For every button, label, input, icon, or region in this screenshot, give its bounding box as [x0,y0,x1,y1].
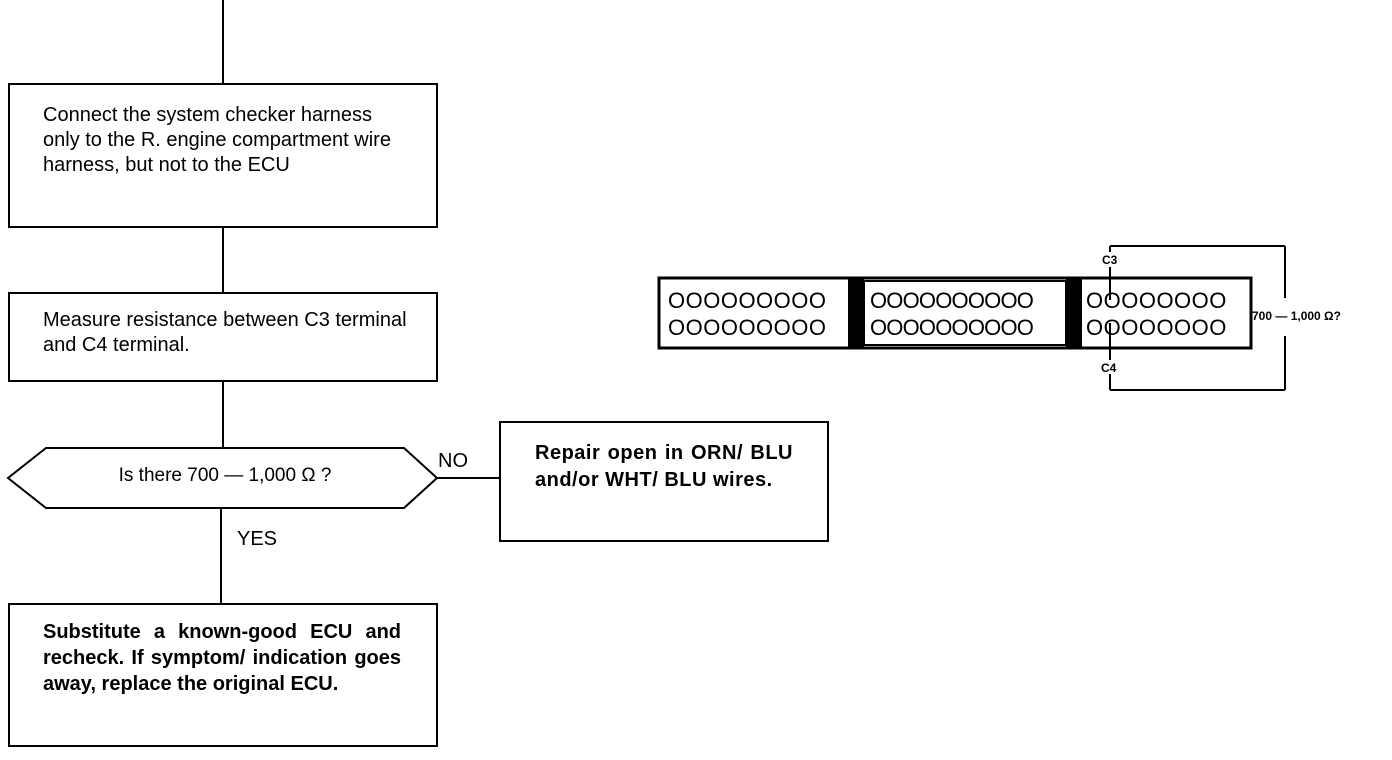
connector-middle-row-top: OOOOOOOOOO [870,288,1034,313]
resistance-spec-label: 700 — 1,000 Ω? [1252,309,1342,323]
connector-left-row-bottom: OOOOOOOOO [668,315,827,340]
no-action-box [499,421,829,542]
decision-text: Is there 700 — 1,000 Ω ? [118,465,332,486]
yes-label: YES [237,528,278,550]
connector-divider-right [1066,278,1082,348]
connector-left-row-top: OOOOOOOOO [668,288,827,313]
terminal-c3-label: C3 [1102,253,1118,267]
connector-middle-row-bottom: OOOOOOOOOO [870,315,1034,340]
no-action-text: Repair open in ORN/ BLU and/or WHT/ BLU … [535,442,793,491]
step-text-connect-harness: Connect the system checker harness only … [43,104,391,176]
connector-middle-section [863,280,1067,346]
no-label: NO [438,450,468,472]
c3-label-mask [1102,252,1120,267]
yes-action-text: Substitute a known-good ECU and recheck.… [43,621,401,695]
step-box-measure-resistance [8,292,438,382]
connector-right-row-top: OOOOOOOO [1086,288,1227,313]
terminal-c4-label: C4 [1101,361,1117,375]
connector-right-row-bottom: OOOOOOOO [1086,315,1227,340]
decision-hexagon [6,447,439,509]
connector-divider-left [848,278,864,348]
c4-label-mask [1100,360,1120,374]
yes-action-box [8,603,438,747]
step-box-connect-harness [8,83,438,228]
step-text-measure-resistance: Measure resistance between C3 terminal a… [43,309,407,356]
